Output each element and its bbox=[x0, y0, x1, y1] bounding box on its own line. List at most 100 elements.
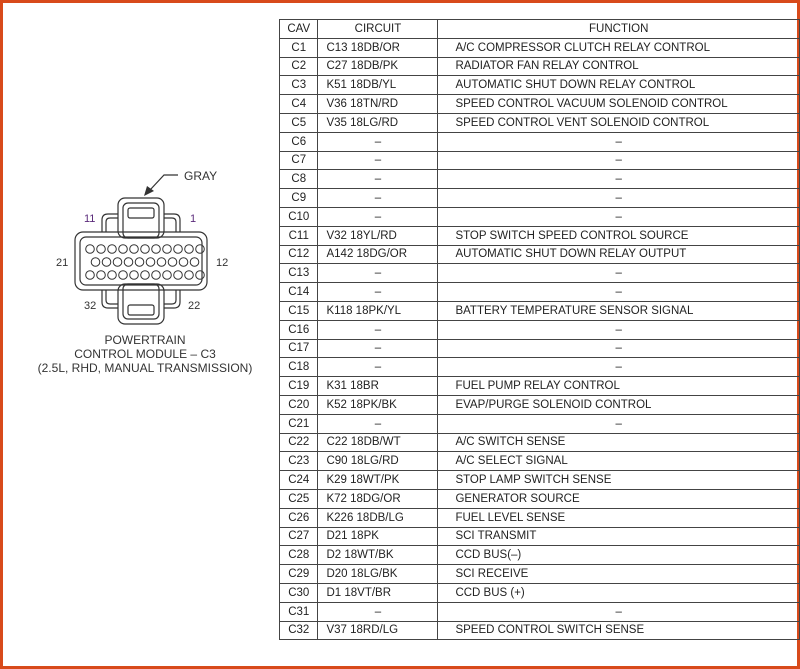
pin-label-21: 21 bbox=[56, 257, 68, 269]
cell-circuit: – bbox=[317, 338, 439, 359]
caption-line-2: CONTROL MODULE – C3 bbox=[74, 347, 216, 361]
cell-circuit: C90 18LG/RD bbox=[317, 451, 439, 472]
cell-cav: C28 bbox=[278, 545, 319, 566]
cell-circuit: K226 18DB/LG bbox=[317, 507, 439, 528]
cell-function: – bbox=[437, 357, 800, 378]
cell-cav: C25 bbox=[278, 488, 319, 509]
cell-function: GENERATOR SOURCE bbox=[437, 488, 800, 509]
cell-function: A/C SWITCH SENSE bbox=[437, 432, 800, 453]
cell-circuit: – bbox=[317, 601, 439, 622]
cell-function: STOP SWITCH SPEED CONTROL SOURCE bbox=[437, 225, 800, 246]
pin-cavity bbox=[173, 244, 183, 254]
cell-cav: C6 bbox=[278, 131, 319, 152]
table-row: C9–– bbox=[278, 188, 800, 208]
table-row: C10–– bbox=[278, 206, 800, 227]
cell-cav: C22 bbox=[278, 432, 319, 453]
cell-function: CCD BUS(–) bbox=[437, 545, 800, 566]
cell-cav: C19 bbox=[278, 376, 319, 396]
pin-label-32: 32 bbox=[84, 300, 96, 312]
pin-cavity bbox=[129, 244, 139, 254]
pin-cavity bbox=[184, 270, 194, 280]
cell-circuit: C27 18DB/PK bbox=[317, 56, 439, 77]
pin-cavity bbox=[129, 270, 139, 280]
cell-cav: C5 bbox=[278, 112, 319, 133]
header-cav: CAV bbox=[278, 19, 319, 39]
pin-cavity bbox=[101, 257, 112, 267]
pin-cavity bbox=[118, 270, 128, 280]
caption-line-3: (2.5L, RHD, MANUAL TRANSMISSION) bbox=[37, 361, 253, 375]
cell-cav: C17 bbox=[278, 338, 319, 359]
cell-circuit: V37 18RD/LG bbox=[317, 620, 439, 641]
cell-function: – bbox=[437, 319, 800, 340]
cell-circuit: – bbox=[317, 319, 439, 340]
pin-cavity bbox=[184, 244, 194, 254]
cell-function: A/C COMPRESSOR CLUTCH RELAY CONTROL bbox=[437, 37, 800, 58]
cell-circuit: D21 18PK bbox=[317, 526, 439, 547]
cell-cav: C20 bbox=[278, 394, 319, 415]
cell-circuit: V36 18TN/RD bbox=[317, 94, 439, 114]
header-function: FUNCTION bbox=[437, 19, 800, 39]
cell-cav: C15 bbox=[278, 300, 319, 321]
caption-line-1: POWERTRAIN bbox=[104, 333, 186, 347]
cell-function: – bbox=[437, 150, 800, 171]
table-row: C17–– bbox=[278, 338, 800, 359]
cell-cav: C21 bbox=[278, 413, 319, 434]
cell-circuit: – bbox=[317, 131, 439, 152]
cell-cav: C10 bbox=[278, 206, 319, 227]
pin-label-12: 12 bbox=[216, 257, 228, 269]
pin-label-1: 1 bbox=[190, 213, 196, 225]
cell-circuit: V32 18YL/RD bbox=[317, 225, 439, 246]
pin-cavity bbox=[134, 257, 145, 267]
cell-cav: C29 bbox=[278, 564, 319, 584]
cell-cav: C12 bbox=[278, 244, 319, 265]
cell-function: – bbox=[437, 169, 800, 190]
cell-function: BATTERY TEMPERATURE SENSOR SIGNAL bbox=[437, 300, 800, 321]
pin-cavity bbox=[140, 244, 150, 254]
cell-circuit: – bbox=[317, 413, 439, 434]
table-row: C21–– bbox=[278, 413, 800, 434]
cell-circuit: C13 18DB/OR bbox=[317, 37, 439, 58]
cell-circuit: K29 18WT/PK bbox=[317, 470, 439, 490]
cell-cav: C13 bbox=[278, 263, 319, 284]
cell-function: A/C SELECT SIGNAL bbox=[437, 451, 800, 472]
cell-function: SCI TRANSMIT bbox=[437, 526, 800, 547]
cell-cav: C23 bbox=[278, 451, 319, 472]
cell-circuit: K51 18DB/YL bbox=[317, 75, 439, 96]
cell-circuit: – bbox=[317, 282, 439, 302]
cell-function: SCI RECEIVE bbox=[437, 564, 800, 584]
pin-cavity bbox=[90, 257, 101, 267]
cell-cav: C32 bbox=[278, 620, 319, 641]
pin-cavity bbox=[96, 270, 106, 280]
connector-color-label: GRAY bbox=[184, 169, 217, 183]
cell-function: AUTOMATIC SHUT DOWN RELAY OUTPUT bbox=[437, 244, 800, 265]
table-row: C7–– bbox=[278, 150, 800, 171]
cell-cav: C4 bbox=[278, 94, 319, 114]
table-row: C18–– bbox=[278, 357, 800, 378]
cell-function: – bbox=[437, 206, 800, 227]
cell-circuit: C22 18DB/WT bbox=[317, 432, 439, 453]
cell-cav: C18 bbox=[278, 357, 319, 378]
cell-function: – bbox=[437, 413, 800, 434]
connector-caption: POWERTRAIN CONTROL MODULE – C3 (2.5L, RH… bbox=[20, 333, 270, 375]
header-circuit: CIRCUIT bbox=[317, 19, 439, 39]
pin-cavity bbox=[96, 244, 106, 254]
cell-circuit: – bbox=[317, 206, 439, 227]
pin-cavity bbox=[107, 244, 117, 254]
cell-cav: C2 bbox=[278, 56, 319, 77]
cell-circuit: D1 18VT/BR bbox=[317, 582, 439, 603]
cell-cav: C14 bbox=[278, 282, 319, 302]
cell-function: FUEL PUMP RELAY CONTROL bbox=[437, 376, 800, 396]
table-row: C16–– bbox=[278, 319, 800, 340]
arrow-icon bbox=[144, 186, 154, 196]
cell-circuit: D2 18WT/BK bbox=[317, 545, 439, 566]
